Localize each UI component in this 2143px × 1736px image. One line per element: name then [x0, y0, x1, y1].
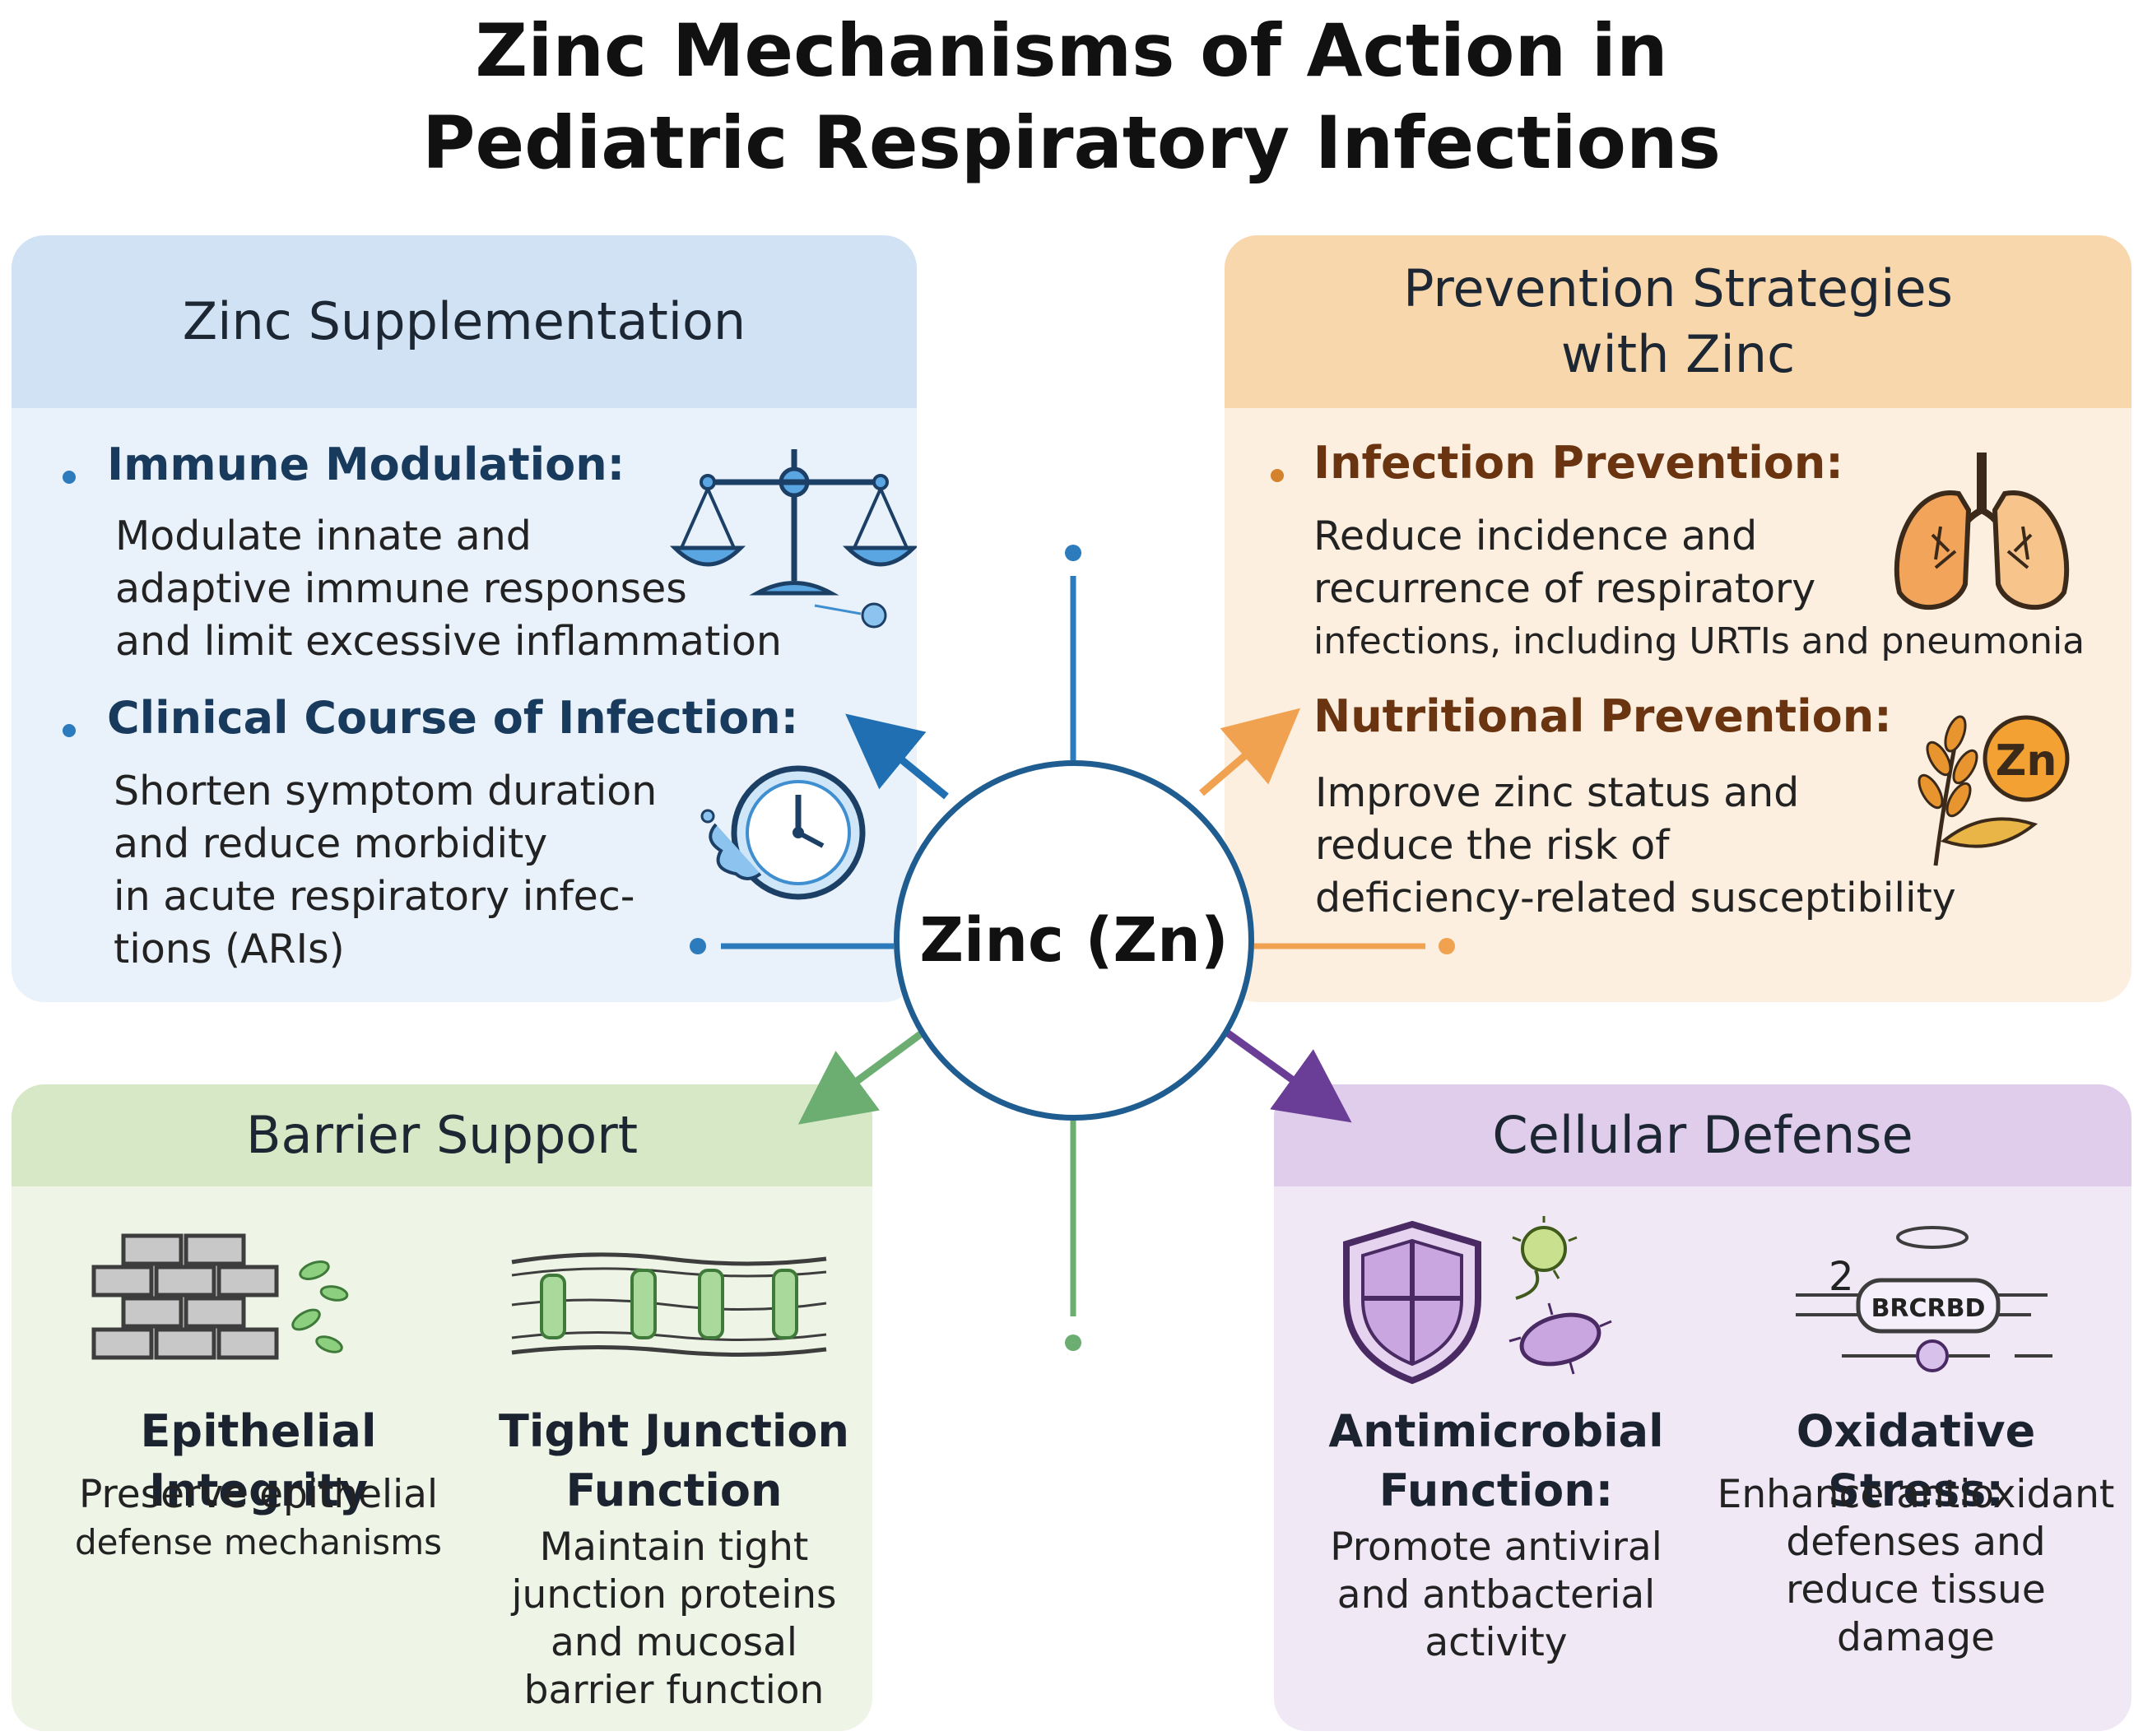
molecule-label-text: BRCRBD [1871, 1294, 1986, 1323]
panel-heading-prevention: Prevention Strategies with Zinc [1225, 235, 2131, 408]
panel-barrier-support: Barrier Support Epithelial Integrity [12, 1084, 872, 1731]
item-title-nutritional-prevention: Nutritional Prevention: [1313, 690, 1892, 742]
body-line: Improve zinc status and [1315, 769, 1800, 816]
lungs-icon [1894, 453, 2070, 610]
title-line: Function: [1378, 1464, 1614, 1516]
body-line: and antbacterial [1336, 1572, 1656, 1618]
item-title-clinical-course: Clinical Course of Infection: [107, 692, 799, 744]
body-line: junction proteins [511, 1572, 837, 1618]
body-line: Shorten symptom duration [114, 768, 658, 815]
arrow-to-cellular [1219, 1025, 1352, 1123]
shield-microbe-icon [1343, 1216, 1612, 1385]
body-line: Preserve epithelial [78, 1472, 439, 1517]
connector-bottom-dot [1065, 1334, 1081, 1351]
item-body-oxidative-stress: Enhance antioxidant defenses and reduce … [1702, 1471, 2130, 1662]
title-line: Tight Junction [499, 1405, 849, 1457]
panel-heading-prevention-line-1: Prevention Strategies [1403, 258, 1953, 318]
bullet-dot [1271, 469, 1284, 482]
zn-badge-text: Zn [1996, 736, 2057, 786]
body-line: and mucosal [551, 1620, 797, 1665]
item-body-epithelial-integrity: Preserve epithelial defense mechanisms [28, 1471, 489, 1567]
body-line: reduce tissue damage [1786, 1567, 2046, 1660]
item-body-tight-junction: Maintain tight junction proteins and muc… [472, 1524, 872, 1715]
body-line: reduce the risk of [1315, 822, 1670, 869]
item-body-infection-prevention: Reduce incidence and recurrence of respi… [1313, 510, 2085, 668]
item-body-clinical-course: Shorten symptom duration and reduce morb… [114, 765, 657, 976]
title-line-2: Pediatric Respiratory Infections [421, 100, 1722, 185]
body-line: defense mechanisms [75, 1522, 442, 1562]
diagram-title: Zinc Mechanisms of Action in Pediatric R… [0, 5, 2143, 189]
item-title-infection-prevention: Infection Prevention: [1313, 437, 1843, 489]
body-line: recurrence of respiratory [1313, 565, 1816, 612]
brick-wall-icon [91, 1233, 349, 1360]
center-label: Zinc (Zn) [919, 905, 1229, 976]
item-body-antimicrobial: Promote antiviral and antbacterial activ… [1290, 1524, 1702, 1667]
body-line: deficiency-related susceptibility [1315, 875, 1956, 921]
body-line: adaptive immune responses [115, 565, 687, 612]
panel-cellular-defense: Cellular Defense 2 BRCRBD Antimicrobial … [1274, 1084, 2131, 1731]
body-line: Modulate innate and [115, 513, 532, 559]
panel-prevention-strategies: Prevention Strategies with Zinc Infectio… [1225, 235, 2131, 1002]
panel-heading-supplementation: Zinc Supplementation [12, 235, 917, 408]
item-body-immune-modulation: Modulate innate and adaptive immune resp… [115, 510, 782, 668]
item-body-nutritional-prevention: Improve zinc status and reduce the risk … [1315, 767, 1956, 925]
body-line: Enhance antioxidant [1717, 1472, 2115, 1517]
item-title-oxidative-stress: Oxidative Stress: [1702, 1402, 2130, 1520]
scales-icon [669, 449, 917, 629]
arrow-to-barrier [797, 1025, 931, 1125]
clock-icon [700, 765, 866, 900]
panel-heading-barrier: Barrier Support [12, 1084, 872, 1186]
item-title-epithelial-integrity: Epithelial Integrity [28, 1402, 489, 1520]
item-title-antimicrobial: Antimicrobial Function: [1290, 1402, 1702, 1520]
title-line: Antimicrobial [1328, 1405, 1664, 1457]
panel-zinc-supplementation: Zinc Supplementation Immune Modulation: … [12, 235, 917, 1002]
body-line: Reduce incidence and [1313, 513, 1758, 559]
body-line: activity [1425, 1620, 1568, 1665]
body-line: tions (ARIs) [114, 926, 345, 972]
panel-heading-prevention-line-2: with Zinc [1560, 324, 1796, 384]
body-line: and reduce morbidity [114, 820, 548, 867]
body-line: in acute respiratory infec- [114, 873, 635, 920]
wheat-zinc-icon: Zn [1918, 715, 2070, 866]
body-line: Promote antiviral [1330, 1525, 1662, 1570]
connector-left-dot [690, 938, 706, 954]
title-line: Epithelial Integrity [140, 1405, 377, 1516]
molecule-icon: 2 BRCRBD [1796, 1226, 2052, 1372]
body-line: defenses and [1786, 1520, 2046, 1565]
bullet-dot [63, 724, 76, 737]
body-line: and limit excessive inflammation [115, 618, 782, 665]
bullet-dot [63, 471, 76, 484]
body-line: barrier function [523, 1668, 825, 1713]
panel-heading-cellular: Cellular Defense [1274, 1084, 2131, 1186]
title-line-1: Zinc Mechanisms of Action in [475, 8, 1668, 93]
item-title-tight-junction: Tight Junction Function [472, 1402, 872, 1520]
body-line: Maintain tight [539, 1525, 809, 1570]
tight-junction-icon [511, 1252, 827, 1358]
center-zinc-node: Zinc (Zn) [894, 760, 1254, 1121]
body-line: infections, including URTIs and pneumoni… [1313, 620, 2085, 662]
arrow-to-supplementation [845, 713, 949, 800]
title-line: Function [565, 1464, 783, 1516]
item-title-immune-modulation: Immune Modulation: [107, 439, 625, 490]
title-line: Oxidative Stress: [1796, 1405, 2036, 1516]
connector-top-dot [1065, 545, 1081, 561]
connector-right-dot [1439, 938, 1455, 954]
molecule-number-text: 2 [1829, 1254, 1854, 1300]
arrow-to-prevention [1199, 708, 1301, 796]
